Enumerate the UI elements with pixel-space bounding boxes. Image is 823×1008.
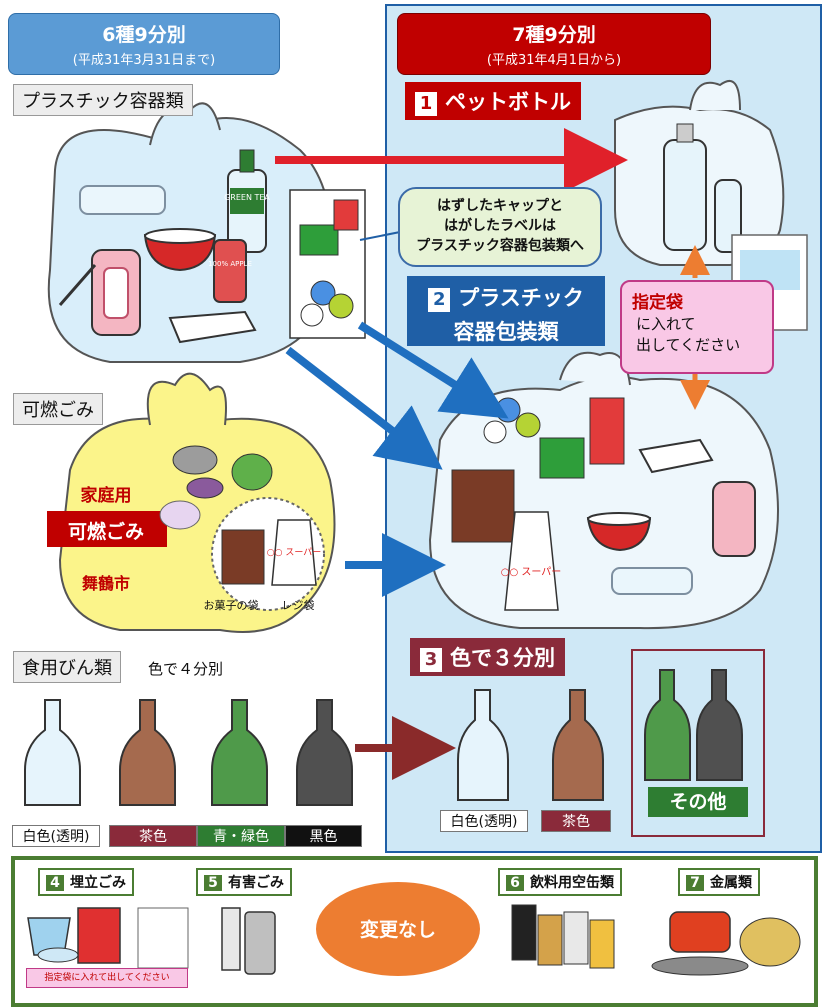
tray-icon (168, 310, 257, 344)
green-bottle-icon (211, 699, 268, 806)
shopping-bag-icon (271, 519, 317, 586)
designated-bag-note: 指定袋 に入れて 出してください (620, 280, 774, 374)
tag-green: 青・緑色 (197, 825, 285, 847)
item3-number: 3 (420, 648, 442, 672)
item1-number: 1 (415, 92, 437, 116)
unchanged-oval (316, 882, 480, 976)
tag-brown: 茶色 (109, 825, 197, 847)
juice-carton-icon (589, 397, 625, 465)
item1-title: 1 ペットボトル (405, 82, 581, 120)
svg-text:GREEN TEA: GREEN TEA (224, 193, 270, 202)
bag-household-text: 家庭用 (81, 485, 132, 506)
glass-label: 食用びん類 (13, 651, 121, 683)
old-system-header: 6種9分別 (平成31年3月31日まで) (8, 13, 280, 75)
metal-pot-icon (739, 917, 801, 967)
clear-bottle-icon (24, 699, 81, 806)
landfill-bag-icon (137, 907, 189, 969)
pot-icon (669, 911, 731, 953)
unchanged-label: 変更なし (359, 919, 436, 941)
battery-icon (221, 907, 241, 971)
juice-bottle-icon (213, 239, 247, 303)
bag-combustible-text: 可燃ごみ (68, 520, 144, 543)
glass-bottles-old (24, 699, 353, 806)
other-bottles-frame (631, 649, 765, 837)
tag-brown-new: 茶色 (541, 810, 611, 832)
can-icon (537, 914, 563, 966)
battery-large-icon (244, 911, 276, 975)
tag-clear-new: 白色(透明) (440, 810, 528, 832)
combustible-label: 可燃ごみ (13, 393, 103, 425)
glass-note: 色で４分別 (148, 660, 224, 678)
black-bottle-icon (296, 699, 353, 806)
egg-carton-icon (79, 185, 166, 215)
tag-other: その他 (648, 787, 748, 817)
new-system-header: 7種9分別 (平成31年4月1日から) (397, 13, 711, 75)
combustible-bag: 家庭用 可燃ごみ 舞鶴市 ○○ スーパー お菓子の袋 レジ袋 (47, 372, 336, 633)
cap-label-bubble: はずしたキャップと はがしたラベルは プラスチック容器包装類へ (398, 187, 602, 267)
brown-bottle-icon (119, 699, 176, 806)
landfill-note: 指定袋に入れて出してください (26, 968, 188, 988)
svg-text:100% APPLE: 100% APPLE (208, 260, 252, 268)
coffee-can-icon (511, 904, 537, 961)
tissue-icon (159, 500, 201, 530)
frying-pan-icon (651, 956, 749, 976)
tag-clear: 白色(透明) (12, 825, 100, 847)
item2-number: 2 (428, 288, 451, 312)
shopping-bag-logo-new: ○○ スーパー (501, 566, 562, 578)
beer-can-icon (589, 919, 615, 969)
item1-label: ペットボトル (445, 90, 571, 114)
arrow-plastic (285, 346, 443, 470)
shopping-caption: レジ袋 (282, 598, 315, 612)
tag-black: 黒色 (285, 825, 362, 847)
can-icon-2 (563, 911, 589, 965)
new-system-period: (平成31年4月1日から) (486, 53, 622, 68)
snack-caption: お菓子の袋 (204, 598, 259, 612)
gas-can-icon (77, 907, 121, 964)
arrow-caps (357, 321, 509, 419)
small-pet-bottle-icon (714, 179, 742, 253)
tea-label-icon (539, 437, 585, 479)
glass-bottles-new (457, 649, 765, 837)
old-system-period: (平成31年3月31日まで) (72, 53, 216, 68)
snack-bag-icon (221, 529, 265, 585)
plastic-bag-new: ○○ スーパー (428, 351, 779, 630)
shopping-bag-logo: ○○ スーパー (267, 547, 321, 558)
bag-city-text: 舞鶴市 (82, 574, 130, 593)
vegetable-icon (231, 453, 273, 491)
old-system-title: 6種9分別 (102, 24, 186, 46)
fish-bone-icon (172, 445, 218, 475)
new-system-title: 7種9分別 (512, 24, 596, 46)
plastic-label: プラスチック容器類 (13, 84, 193, 116)
